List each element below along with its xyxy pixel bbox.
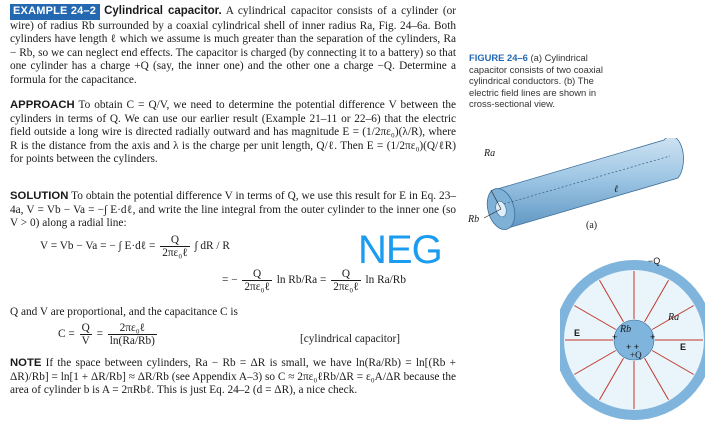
field-line: [644, 357, 669, 401]
figure-caption-text: (a) Cylindrical capacitor consists of tw…: [469, 52, 603, 110]
figure-b: + + + + −Q Ra Rb +Q E E: [554, 254, 705, 424]
cap-equals: =: [96, 328, 103, 341]
fig-b-rb: Rb: [620, 324, 632, 335]
field-line: [644, 279, 669, 323]
note-text: If the space between cylinders, Ra − Rb …: [10, 357, 456, 396]
solution-text: To obtain the potential difference V in …: [10, 190, 456, 229]
eq1-lhs: V = Vb − Va = −: [40, 240, 116, 253]
approach-paragraph: APPROACH To obtain C = Q/V, we need to d…: [10, 99, 456, 167]
fig-a-ra: Ra: [484, 148, 496, 159]
fig-b-plus-q: +Q: [630, 350, 642, 360]
example-intro: A cylindrical capacitor consists of a cy…: [10, 5, 456, 86]
coaxial-cylinder-drawing: [483, 135, 684, 230]
fig-b-minus-q: −Q: [648, 256, 661, 266]
eq2-lead: = −: [222, 274, 238, 287]
svg-text:+: +: [650, 332, 655, 342]
cross-section-drawing: + + + +: [554, 260, 705, 420]
fig-a-length: ℓ: [614, 184, 619, 195]
fig-b-e-left: E: [574, 328, 581, 338]
field-line: [599, 279, 624, 323]
example-badge: EXAMPLE 24–2: [10, 4, 101, 20]
eq2-ln-2: ln Ra/Rb: [365, 274, 406, 287]
figure-a: Ra Rb ℓ (a): [464, 135, 702, 248]
figure-caption: FIGURE 24–6 (a) Cylindrical capacitor co…: [469, 52, 619, 110]
note-label: NOTE: [10, 357, 42, 369]
example-title: Cylindrical capacitor.: [104, 5, 222, 17]
eq1-integral: ∫ E·dℓ =: [118, 240, 156, 253]
approach-label: APPROACH: [10, 99, 75, 111]
svg-text:+ +: + +: [626, 342, 639, 352]
eq1-integral-2: ∫ dR / R: [194, 240, 230, 253]
cap-lhs: C =: [58, 328, 75, 341]
solution-label: SOLUTION: [10, 190, 69, 202]
note-paragraph: NOTE If the space between cylinders, Ra …: [10, 357, 456, 398]
fig-a-rb: Rb: [468, 214, 480, 225]
solution-paragraph: SOLUTION To obtain the potential differe…: [10, 190, 456, 231]
field-line: [573, 350, 617, 375]
eq2-ln: ln Rb/Ra: [276, 274, 318, 287]
field-line: [573, 305, 617, 330]
fig-b-e-right: E: [680, 342, 687, 352]
svg-text:+: +: [612, 332, 617, 342]
approach-text: To obtain C = Q/V, we need to determine …: [10, 99, 457, 165]
proportional-text: Q and V are proportional, and the capaci…: [10, 306, 238, 318]
field-line: [599, 357, 624, 401]
eq2-equals: =: [320, 274, 327, 287]
neg-annotation: NEG: [358, 228, 443, 272]
fig-a-label: (a): [586, 220, 598, 231]
field-line: [651, 350, 695, 375]
figure-caption-label: FIGURE 24–6: [469, 52, 528, 63]
cap-tag: [cylindrical capacitor]: [300, 333, 401, 345]
fig-b-ra: Ra: [668, 312, 680, 323]
field-line: [651, 305, 695, 330]
